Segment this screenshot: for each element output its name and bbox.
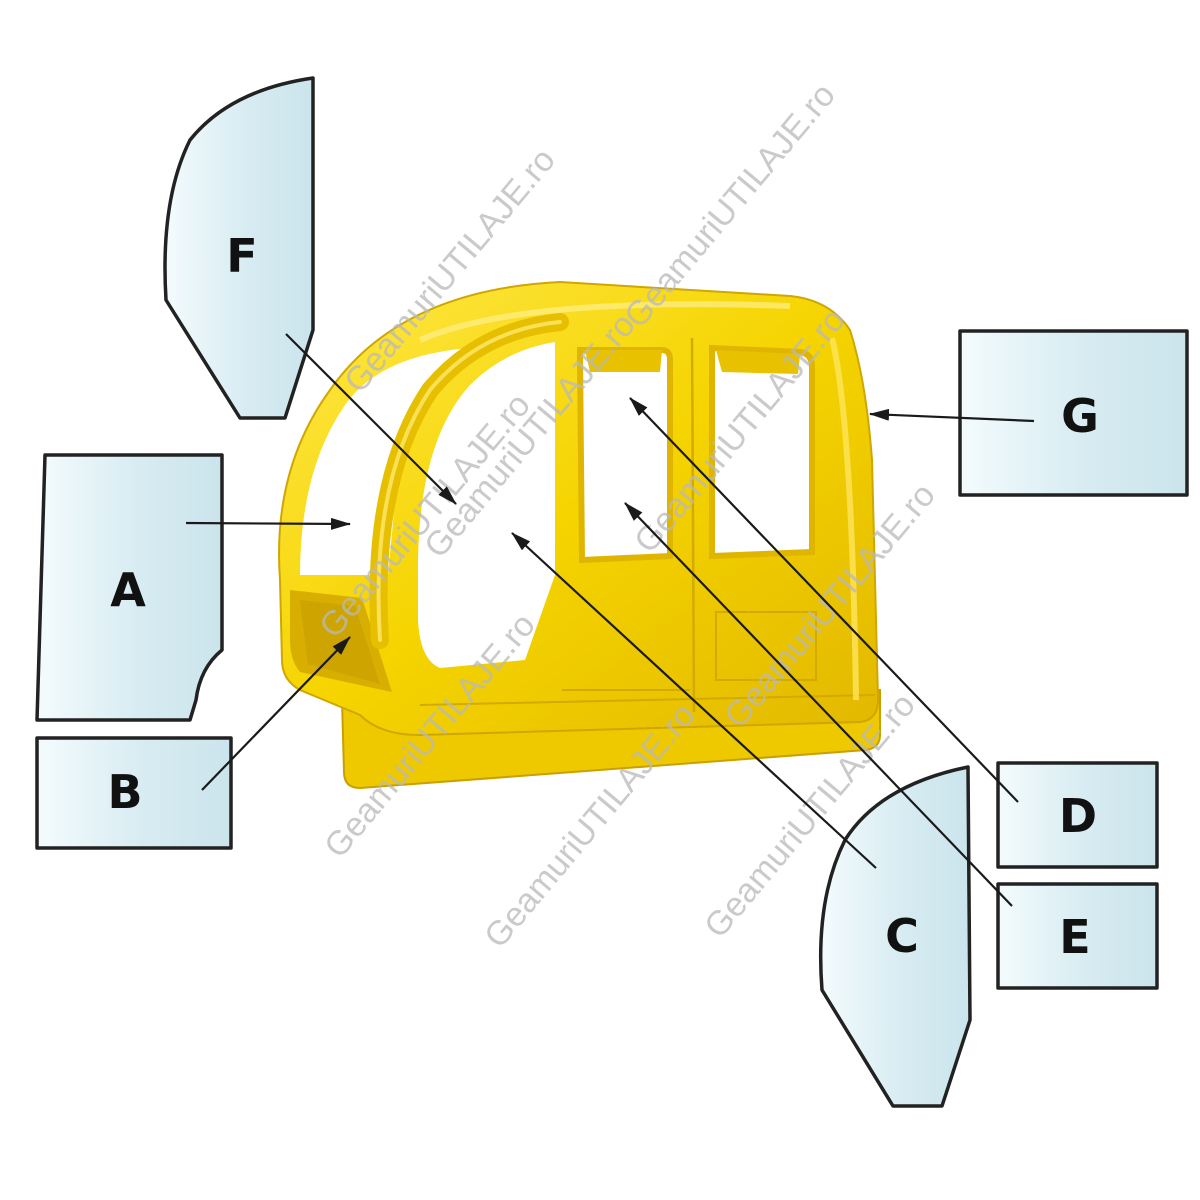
glass-panel-a[interactable]: A xyxy=(35,453,224,722)
glass-panel-b[interactable]: B xyxy=(35,736,233,850)
cab-body xyxy=(278,280,881,790)
label-a: A xyxy=(110,563,146,617)
arrow-e xyxy=(624,502,1013,907)
label-g: G xyxy=(1061,389,1099,443)
arrow-b xyxy=(201,636,351,791)
label-e: E xyxy=(1059,910,1090,964)
arrow-c xyxy=(511,532,877,869)
glass-panel-g[interactable]: G xyxy=(958,329,1189,497)
glass-panel-c[interactable]: C xyxy=(818,765,972,1108)
label-f: F xyxy=(226,229,257,283)
arrow-f xyxy=(285,333,457,505)
arrow-a xyxy=(185,517,351,530)
arrow-d xyxy=(629,397,1019,803)
leader-arrows xyxy=(185,333,1035,907)
arrow-g xyxy=(869,408,1035,423)
glass-panel-d[interactable]: D xyxy=(996,761,1159,869)
label-d: D xyxy=(1059,789,1097,843)
label-b: B xyxy=(107,765,142,819)
label-c: C xyxy=(885,909,919,963)
glass-panel-f[interactable]: F xyxy=(163,76,315,420)
glass-panel-e[interactable]: E xyxy=(996,882,1159,990)
